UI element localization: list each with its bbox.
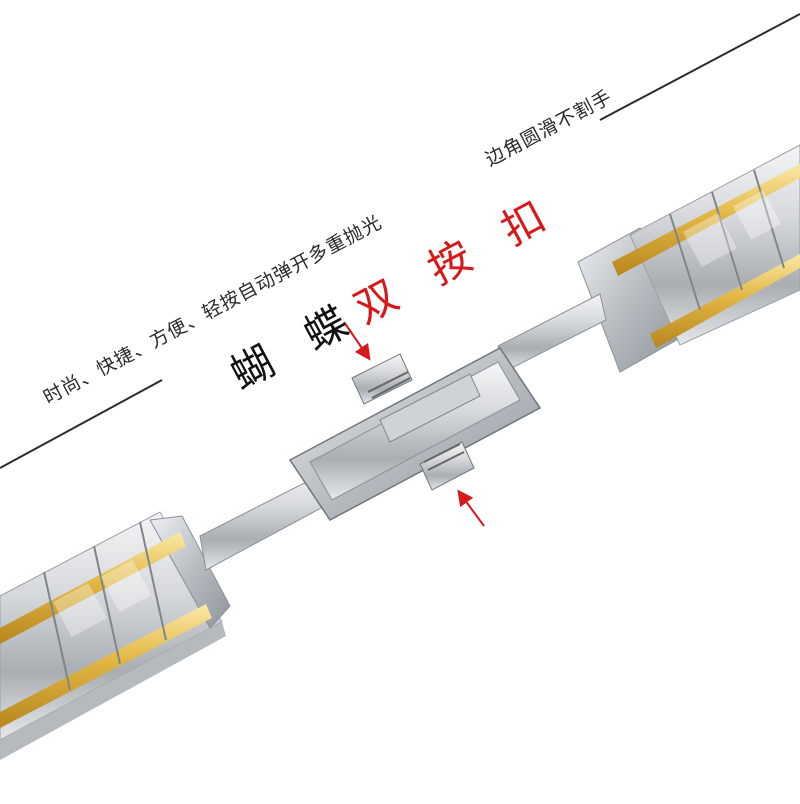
- top-push-button: [351, 353, 413, 405]
- butterfly-clasp: [288, 347, 542, 521]
- red-arrow-bottom: [457, 489, 485, 527]
- divider-line-left: [0, 379, 163, 469]
- red-arrow-top: [343, 321, 371, 361]
- divider-line-right: [599, 13, 800, 121]
- bottom-push-button: [419, 441, 475, 491]
- bracelet-left: [0, 511, 231, 760]
- bracelet-right: [577, 144, 800, 373]
